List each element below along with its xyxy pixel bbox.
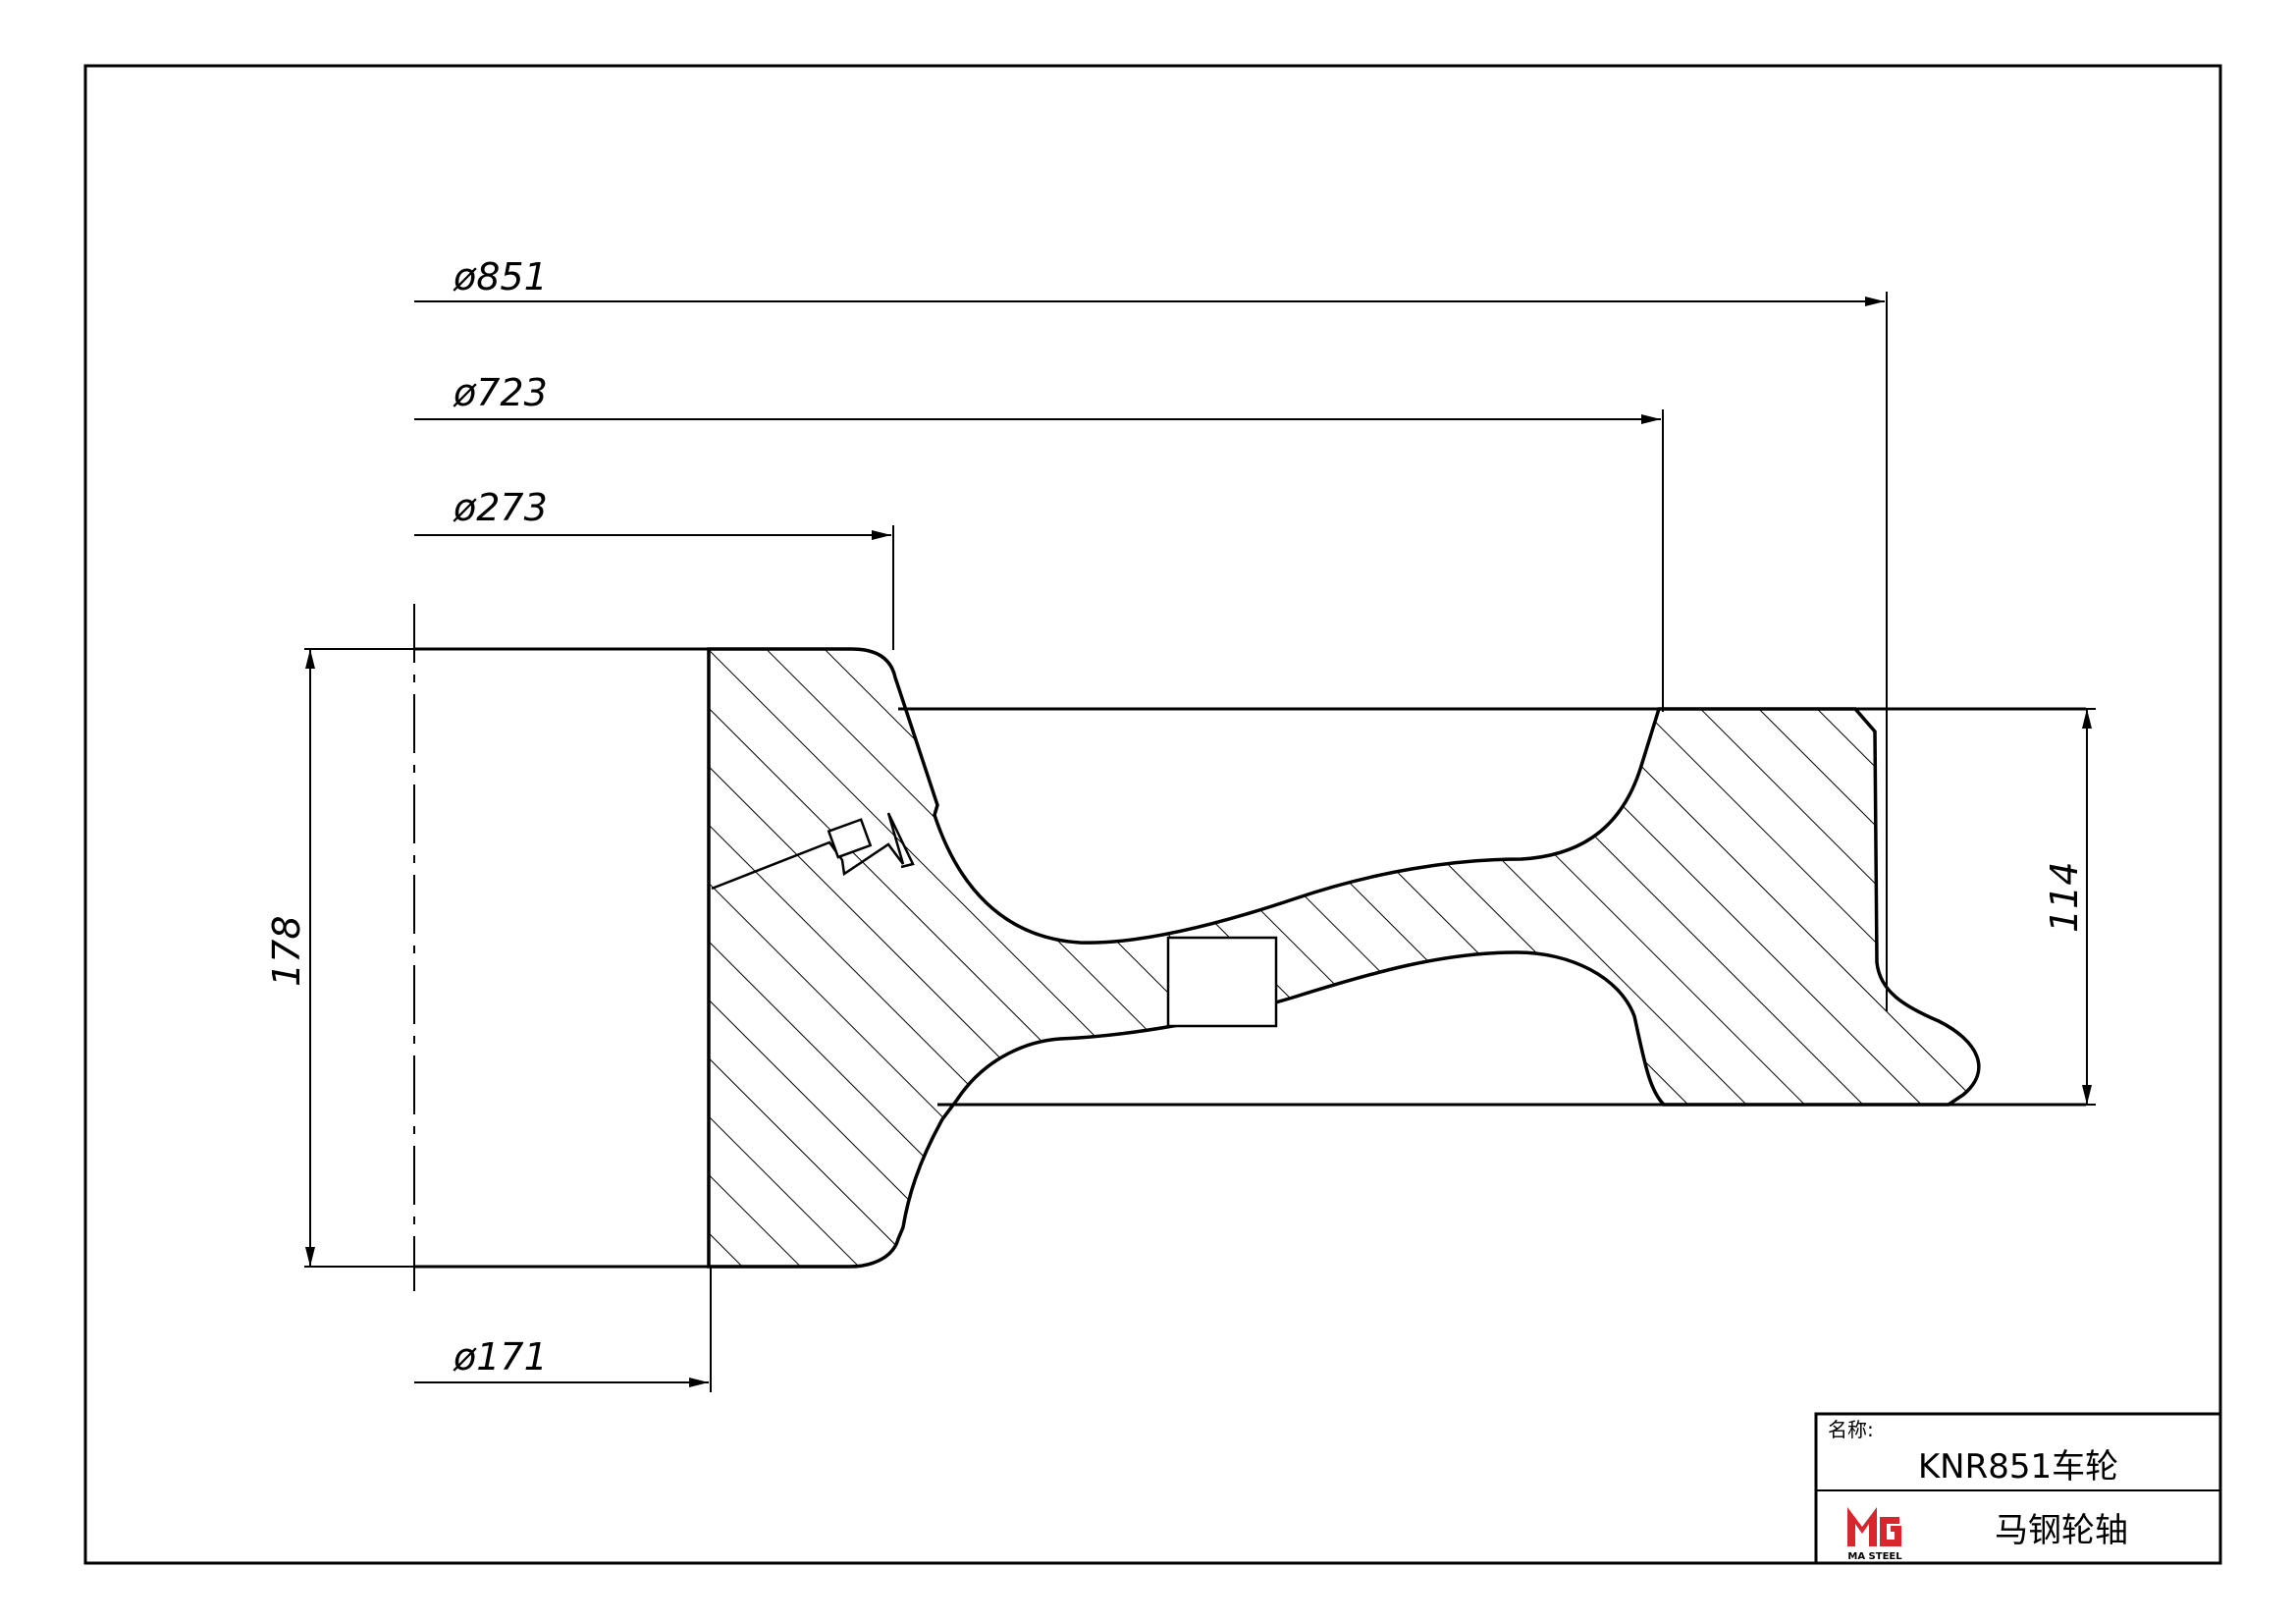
dimension-d273: ø273 [414, 486, 894, 650]
drawing-frame [83, 64, 2222, 1565]
nozzle-body [827, 818, 873, 859]
dimension-d171: ø171 [414, 1267, 712, 1392]
hub-bore [414, 647, 711, 1269]
dim-label-d273: ø273 [453, 486, 548, 529]
title-block: 名称: KNR851车轮 MA STEEL 马钢轮轴 [1814, 1412, 2222, 1565]
title-company: 马钢轮轴 [1995, 1511, 2128, 1550]
dim-label-h178: 178 [265, 915, 308, 987]
dimension-d851: ø851 [414, 255, 1888, 1011]
dimension-h114: 114 [1973, 708, 2096, 1106]
dimension-h178: 178 [265, 648, 414, 1268]
dimension-d723: ø723 [414, 371, 1664, 712]
dim-label-d851: ø851 [453, 255, 548, 298]
title-part-name: KNR851车轮 [1918, 1447, 2118, 1487]
masteel-logo: MA STEEL [1847, 1507, 1902, 1562]
dim-label-d723: ø723 [453, 371, 548, 414]
dim-label-h114: 114 [2043, 861, 2086, 933]
web-hole [1166, 936, 1278, 1028]
title-name-label: 名称: [1828, 1418, 1874, 1441]
dim-label-d171: ø171 [453, 1335, 548, 1379]
logo-text: MA STEEL [1847, 1551, 1902, 1562]
wheel-cross-section [707, 647, 1981, 1269]
